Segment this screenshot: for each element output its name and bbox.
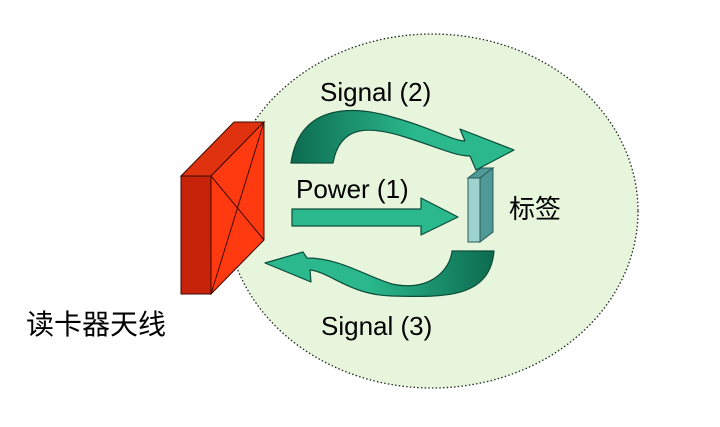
tag-front-face bbox=[467, 177, 481, 243]
tag bbox=[466, 166, 495, 244]
power-1-label: Power (1) bbox=[296, 174, 409, 204]
signal-2-arrow bbox=[290, 109, 515, 171]
reader-antenna bbox=[179, 120, 266, 296]
antenna-diagonal bbox=[210, 121, 265, 295]
tag-right-face bbox=[479, 166, 494, 244]
tag-label: 标签 bbox=[509, 195, 562, 225]
reader-antenna-label: 读卡器天线 bbox=[26, 308, 167, 341]
signal-3-label: Signal (3) bbox=[321, 311, 433, 341]
antenna-top-face bbox=[180, 175, 212, 295]
signal-2-label: Signal (2) bbox=[320, 77, 432, 107]
power-1-arrow bbox=[291, 197, 459, 236]
signal-3-arrow bbox=[264, 250, 495, 298]
